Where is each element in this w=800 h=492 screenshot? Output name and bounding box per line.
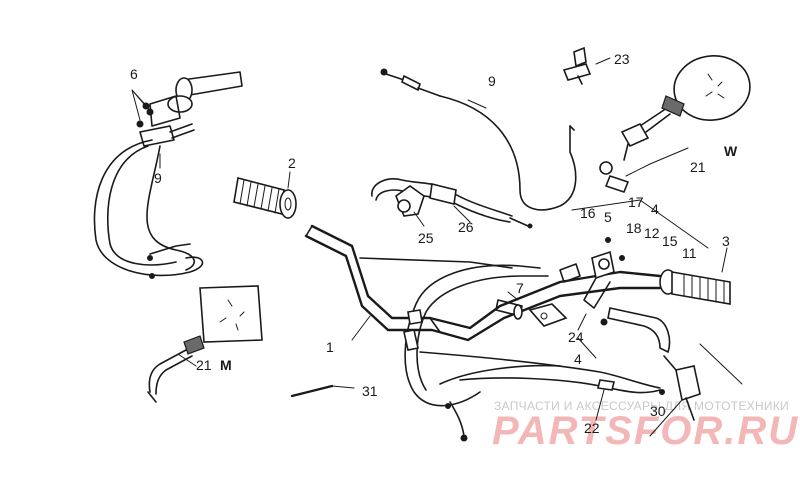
- leader-lines: [159, 57, 743, 437]
- label-25: 25: [418, 230, 434, 246]
- watermark-tagline: ЗАПЧАСТИ И АКСЕССУАРЫ ДЛЯ МОТОТЕХНИКИ: [494, 399, 789, 413]
- label-9-left: 9: [154, 170, 162, 186]
- label-5: 5: [604, 209, 612, 225]
- label-2: 2: [288, 155, 296, 171]
- callout-labels: 2 1 3 4 4 5 6 7 9 9 11 12 15 16 17 18 21…: [130, 51, 738, 436]
- label-31: 31: [362, 383, 378, 399]
- label-18: 18: [626, 220, 642, 236]
- right-grip: [659, 269, 731, 305]
- label-22: 22: [584, 420, 600, 436]
- label-11: 11: [682, 245, 697, 261]
- label-24: 24: [568, 329, 584, 345]
- mirror-right: [599, 55, 751, 193]
- choke-cable: [380, 68, 577, 211]
- mirror-left: [147, 285, 263, 403]
- label-21-left: 21: [196, 357, 212, 373]
- switch-wiring: [371, 178, 533, 229]
- label-12: 12: [644, 225, 660, 241]
- label-30: 30: [650, 403, 666, 419]
- long-cables: [403, 264, 661, 442]
- throttle-cables: [93, 139, 204, 279]
- label-23: 23: [614, 51, 630, 67]
- label-3: 3: [722, 233, 730, 249]
- clutch-lever: [659, 355, 701, 421]
- label-4-top: 4: [651, 201, 659, 217]
- label-9-top: 9: [488, 73, 496, 89]
- label-4-bottom: 4: [574, 351, 582, 367]
- brake-lever-assembly: [495, 237, 671, 354]
- watermark-brand: PARTSFOR.RU: [492, 409, 799, 453]
- watermark: PARTSFOR.RU ЗАПЧАСТИ И АКСЕССУАРЫ ДЛЯ МО…: [492, 399, 799, 453]
- left-grip: [233, 177, 297, 219]
- throttle-assembly: [131, 71, 243, 147]
- mirror-clamp: [562, 46, 592, 85]
- label-16: 16: [580, 205, 596, 221]
- cable-tie: [290, 384, 334, 398]
- label-7: 7: [516, 280, 524, 296]
- label-15: 15: [662, 233, 678, 249]
- label-17: 17: [628, 194, 644, 210]
- label-26: 26: [458, 219, 474, 235]
- label-21-right: 21: [690, 159, 706, 175]
- label-W: W: [724, 143, 738, 159]
- label-1: 1: [326, 339, 334, 355]
- label-6: 6: [130, 66, 138, 82]
- label-M: M: [220, 357, 232, 373]
